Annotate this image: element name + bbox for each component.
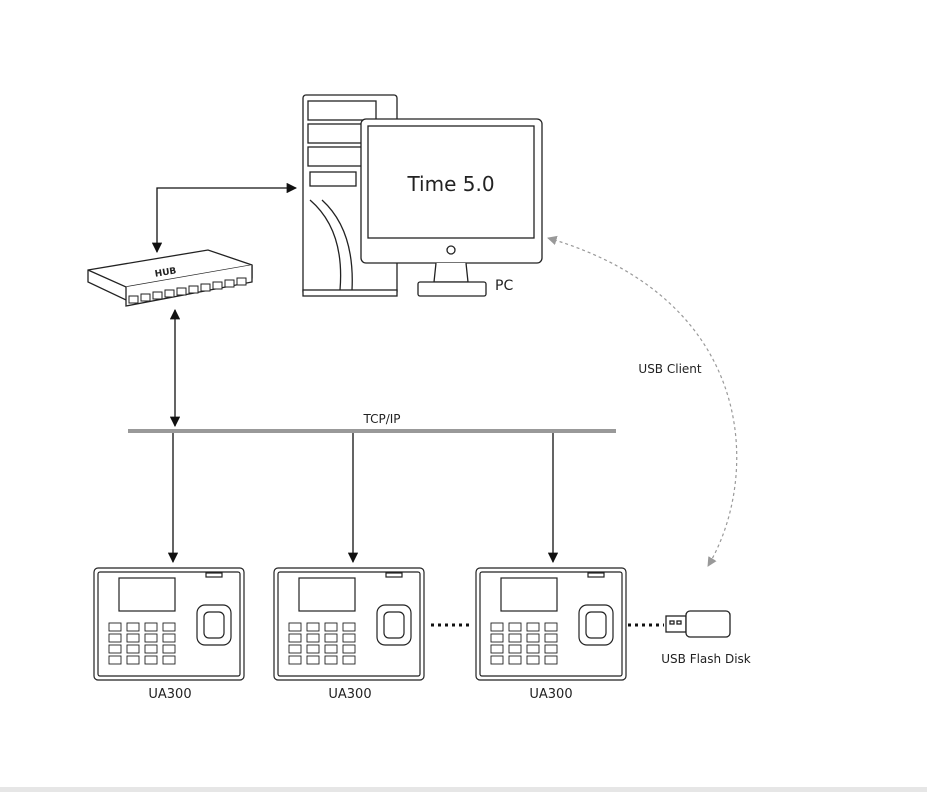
device-label-3: UA300 bbox=[529, 687, 572, 702]
hub-label: HUB bbox=[154, 266, 177, 279]
pc-label: PC bbox=[495, 278, 513, 294]
device-label-2: UA300 bbox=[328, 687, 371, 702]
monitor-screen-text: Time 5.0 bbox=[406, 172, 494, 196]
pc-monitor-icon bbox=[360, 118, 543, 297]
ua300-device-icon bbox=[93, 567, 245, 681]
usb-client-connector bbox=[547, 235, 738, 567]
hub-icon bbox=[87, 249, 253, 307]
usb-flash-disk-icon bbox=[665, 610, 731, 638]
ua300-device-icon bbox=[475, 567, 627, 681]
bottom-divider bbox=[0, 787, 927, 792]
usb-client-label: USB Client bbox=[638, 362, 701, 376]
tcpip-label: TCP/IP bbox=[362, 412, 400, 426]
hub-pc-connector bbox=[151, 182, 298, 254]
ua300-device-icon bbox=[273, 567, 425, 681]
usb-flash-disk-label: USB Flash Disk bbox=[661, 652, 751, 666]
device-label-1: UA300 bbox=[148, 687, 191, 702]
